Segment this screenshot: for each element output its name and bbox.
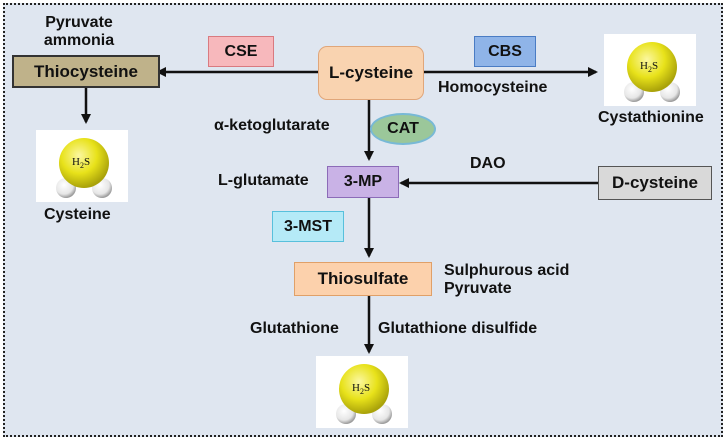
- label-cysteine: Cysteine: [44, 206, 111, 223]
- h2s-molecule-cystathionine: H2S: [604, 34, 696, 106]
- sulfur-atom: [627, 42, 677, 92]
- enzyme-3mst-box: 3-MST: [272, 211, 344, 242]
- label-homocysteine: Homocysteine: [438, 79, 548, 96]
- label-sulphurous-acid-pyruvate: Sulphurous acid Pyruvate: [444, 262, 570, 297]
- label-alpha-ketoglutarate: α-ketoglutarate: [214, 117, 330, 134]
- label-glutathione: Glutathione: [250, 320, 339, 337]
- node-thiocysteine: Thiocysteine: [12, 55, 160, 88]
- h2s-molecule-icon: [56, 138, 112, 198]
- h2s-formula: H2S: [72, 156, 91, 171]
- node-3mp: 3-MP: [327, 166, 399, 198]
- label-glutathione-disulfide: Glutathione disulfide: [378, 320, 538, 337]
- label-cystathionine: Cystathionine: [598, 109, 704, 126]
- enzyme-cse-box: CSE: [208, 36, 274, 67]
- h2s-molecule-icon: [336, 364, 392, 424]
- sulfur-atom: [59, 138, 109, 188]
- node-thiosulfate: Thiosulfate: [294, 262, 432, 296]
- node-l-cysteine: L-cysteine: [318, 46, 424, 100]
- label-l-glutamate: L-glutamate: [218, 172, 309, 189]
- h2s-molecule-glutathione: H2S: [316, 356, 408, 428]
- h2s-molecule-cysteine: H2S: [36, 130, 128, 202]
- enzyme-cat-ellipse: CAT: [370, 113, 436, 145]
- label-dao: DAO: [470, 155, 506, 172]
- h2s-molecule-icon: [624, 42, 680, 102]
- h2s-formula: H2S: [640, 60, 659, 75]
- enzyme-cbs-box: CBS: [474, 36, 536, 67]
- node-d-cysteine: D-cysteine: [598, 166, 712, 200]
- h2s-formula: H2S: [352, 382, 371, 397]
- label-pyruvate-ammonia: Pyruvate ammonia: [43, 14, 115, 49]
- sulfur-atom: [339, 364, 389, 414]
